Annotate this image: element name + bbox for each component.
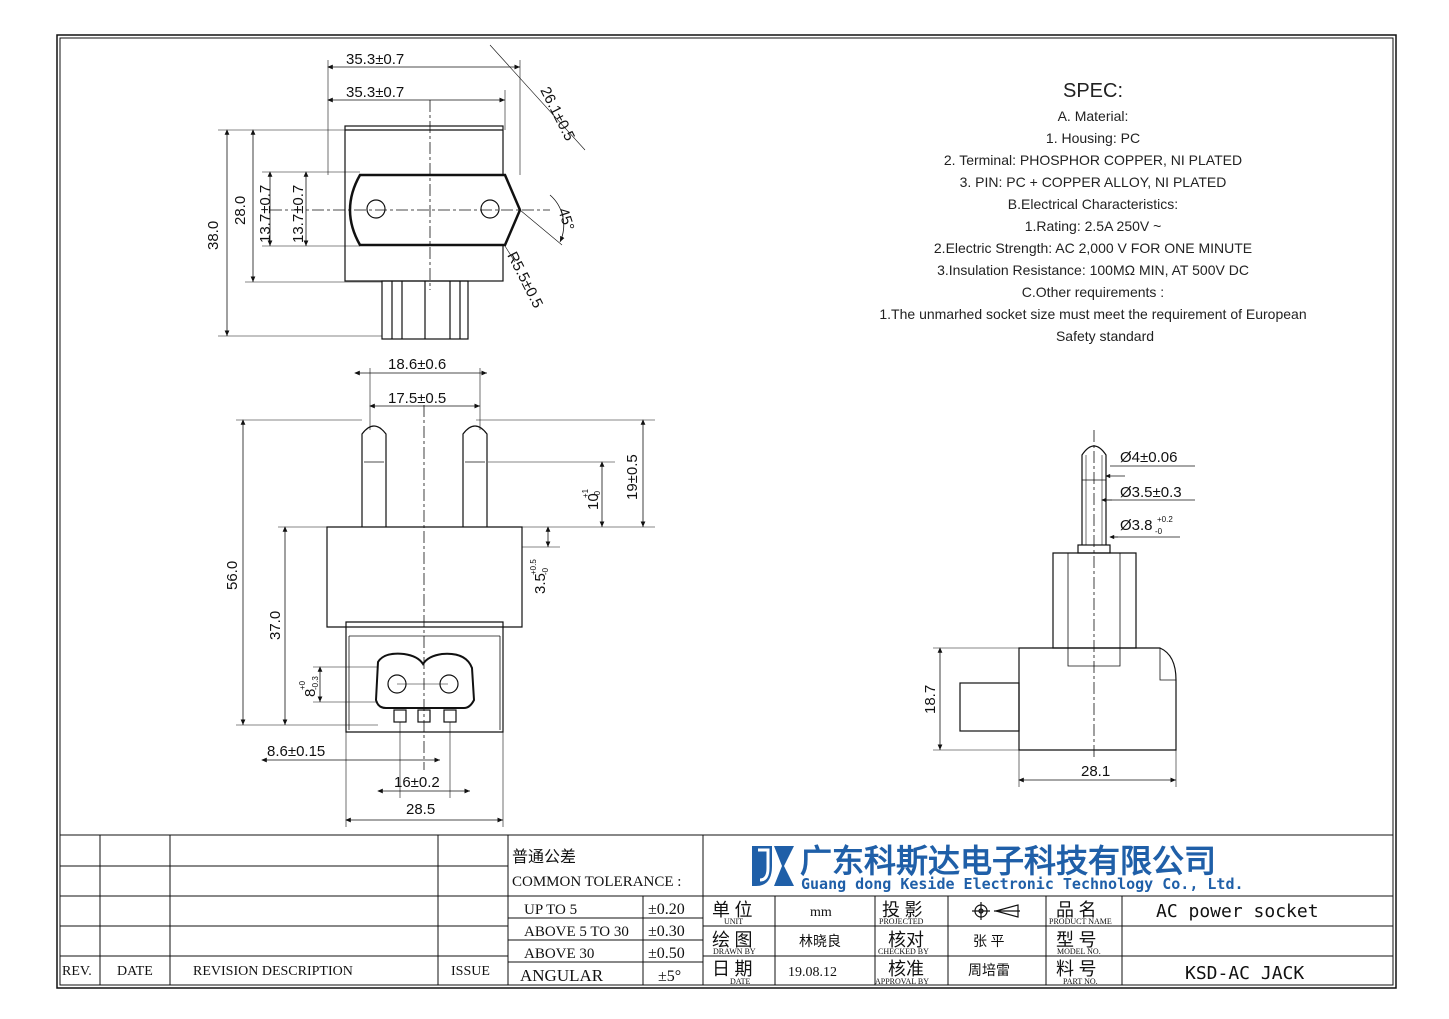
product-name-value: AC power socket (1156, 901, 1319, 922)
dim-front-socket-tol-up: +0 (298, 680, 307, 690)
revision-description-header: REVISION DESCRIPTION (193, 964, 353, 979)
spec-line: 1.Rating: 2.5A 250V ~ (1025, 218, 1162, 234)
spec-title: SPEC: (1063, 80, 1123, 102)
dim-front-offset: 8.6±0.15 (267, 743, 325, 760)
dim-front-body-height: 37.0 (267, 611, 284, 640)
tolerance-value: ±5° (658, 968, 681, 985)
date-header: DATE (117, 964, 153, 979)
dim-front-total-height: 56.0 (224, 561, 241, 590)
tolerance-value: ±0.50 (648, 945, 685, 962)
dim-top-half-2: 13.7±0.7 (290, 185, 307, 243)
dim-side-pin-base: Ø3.8 (1120, 517, 1153, 534)
model-label-en: MODEL NO. (1057, 947, 1101, 956)
dim-front-contact-span: 16±0.2 (394, 774, 440, 791)
drawn-value: 林晓良 (799, 934, 841, 950)
dim-front-pin-span-outer: 18.6±0.6 (388, 356, 446, 373)
spec-line: 1. Housing: PC (1046, 130, 1140, 146)
spec-line: A. Material: (1058, 108, 1129, 124)
dim-top-width-inner: 35.3±0.7 (346, 84, 404, 101)
approval-value: 周培雷 (968, 963, 1010, 979)
dim-side-pin-base-tol-up: +0.2 (1157, 515, 1173, 524)
logo-mark-highlight (758, 848, 770, 882)
tolerance-range: ABOVE 5 TO 30 (524, 924, 629, 940)
drawn-label-cn: 绘 图 (712, 930, 753, 950)
dim-top-diagonal: 26.1±0.5 (536, 84, 578, 144)
model-label-cn: 型 号 (1056, 930, 1097, 950)
dim-side-pin-collar: Ø3.5±0.3 (1120, 484, 1182, 501)
company-name-cn: 广东科斯达电子科技有限公司 (800, 842, 1216, 880)
rev-header: REV. (62, 964, 92, 979)
tolerance-range: ABOVE 30 (524, 946, 594, 962)
part-label-en: PART NO. (1063, 977, 1098, 986)
spec-block: SPEC: A. Material: 1. Housing: PC 2. Ter… (879, 80, 1306, 344)
front-view (236, 368, 655, 827)
side-view (933, 430, 1195, 787)
projected-label-cn: 投 影 (882, 900, 923, 920)
dim-front-step-tol-low: -0 (541, 567, 550, 575)
approval-label-cn: 核准 (888, 959, 924, 979)
dim-top-radius: R5.5±0.5 (503, 249, 546, 311)
dim-front-pin-insul-tol-low: -0 (593, 490, 602, 498)
spec-line: 2. Terminal: PHOSPHOR COPPER, NI PLATED (944, 152, 1242, 168)
tolerance-value: ±0.30 (648, 923, 685, 940)
drawn-label-en: DRAWN BY (713, 947, 756, 956)
dim-side-pin-diameter: Ø4±0.06 (1120, 449, 1177, 466)
part-label-cn: 料 号 (1056, 959, 1097, 979)
dim-side-height: 18.7 (922, 685, 939, 714)
title-block (60, 834, 1393, 985)
spec-line: B.Electrical Characteristics: (1008, 196, 1178, 212)
date-label-cn: 日 期 (712, 959, 753, 979)
dim-front-step: 3.5 (532, 573, 549, 594)
checked-label-en: CHECKED BY (878, 947, 929, 956)
tolerance-cn: 普通公差 (512, 848, 576, 866)
dim-front-pin-length: 19±0.5 (624, 454, 641, 500)
dim-top-width-outer: 35.3±0.7 (346, 51, 404, 68)
unit-label-cn: 单 位 (712, 900, 753, 920)
checked-value: 张 平 (973, 934, 1005, 950)
dim-front-body-width: 28.5 (406, 801, 435, 818)
projected-label-en: PROJECTED (879, 917, 924, 926)
dim-front-pin-insul-tol-up: +1 (581, 488, 590, 498)
spec-line: 3.Insulation Resistance: 100MΩ MIN, AT 5… (937, 262, 1249, 278)
date-value: 19.08.12 (788, 965, 837, 980)
tolerance-range: UP TO 5 (524, 902, 577, 918)
dim-front-socket-tol-low: -0.3 (311, 676, 320, 690)
dim-front-pin-insul: 10 (585, 493, 602, 510)
tolerance-range: ANGULAR (520, 966, 604, 985)
product-name-label-en: PRODUCT NAME (1049, 917, 1112, 926)
approval-label-en: APPROVAL BY (875, 977, 929, 986)
issue-header: ISSUE (451, 964, 490, 979)
spec-line: 3. PIN: PC + COPPER ALLOY, NI PLATED (960, 174, 1227, 190)
part-number-value: KSD-AC JACK (1185, 963, 1304, 984)
spec-line: Safety standard (1056, 328, 1154, 344)
dim-top-half-1: 13.7±0.7 (257, 185, 274, 243)
spec-line: 2.Electric Strength: AC 2,000 V FOR ONE … (934, 240, 1252, 256)
dim-side-depth: 28.1 (1081, 763, 1110, 780)
dim-front-step-tol-up: +0.5 (529, 559, 538, 575)
projection-symbol-icon (972, 902, 1020, 920)
dim-top-angle: 45° (554, 206, 577, 233)
inner-frame (59, 37, 1394, 986)
dim-top-height-outer: 38.0 (205, 221, 222, 250)
dim-front-socket-height: 8 (302, 689, 319, 697)
unit-label-en: UNIT (724, 917, 743, 926)
checked-label-cn: 核对 (888, 930, 924, 950)
dim-top-height-body: 28.0 (232, 196, 249, 225)
dim-side-pin-base-tol-low: -0 (1155, 527, 1163, 536)
unit-value: mm (810, 905, 832, 920)
outer-frame (56, 34, 1397, 989)
spec-line: C.Other requirements : (1022, 284, 1164, 300)
logo-mark-right (774, 846, 794, 886)
top-view (218, 44, 586, 340)
tolerance-value: ±0.20 (648, 901, 685, 918)
date-label-en: DATE (730, 977, 751, 986)
company-name-en: Guang dong Keside Electronic Technology … (801, 875, 1244, 893)
product-name-label-cn: 品 名 (1056, 900, 1097, 920)
dim-front-pin-span-inner: 17.5±0.5 (388, 390, 446, 407)
spec-line: 1.The unmarhed socket size must meet the… (879, 306, 1306, 322)
tolerance-en: COMMON TOLERANCE : (512, 874, 681, 890)
company-logo (752, 846, 794, 886)
